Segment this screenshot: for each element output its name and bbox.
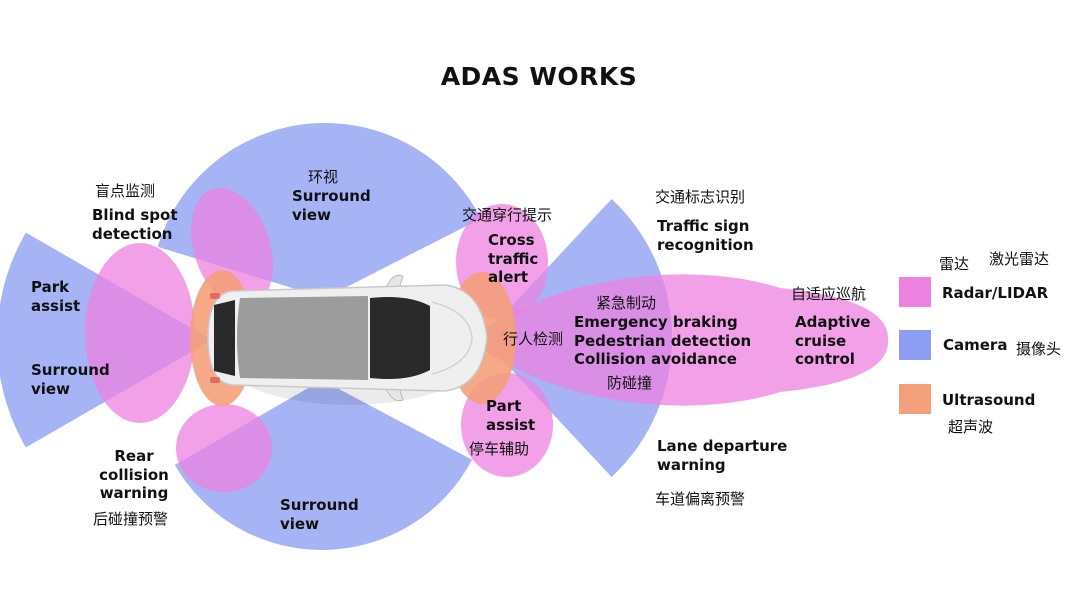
adaptive-cruise-label-cn: 自适应巡航: [791, 285, 867, 303]
radar-zone-blind-spot-bottom: [176, 404, 272, 492]
traffic-sign-label-cn: 交通标志识别: [655, 188, 746, 206]
park-assist-left-label: Park assist: [31, 278, 81, 315]
radar-zone-rear: [85, 243, 195, 423]
park-assist-right-label: Part assist: [486, 397, 536, 434]
rear-collision-label: Rear collision warning: [99, 447, 169, 502]
adaptive-cruise-label: Adaptive cruise control: [795, 313, 871, 368]
legend-ultrasound-label: Ultrasound: [942, 391, 1036, 409]
blind-spot-label-cn: 盲点监测: [95, 182, 156, 200]
pedestrian-detection-label-cn: 行人检测: [503, 330, 564, 348]
legend-ultrasound-swatch: [899, 384, 931, 414]
lane-departure-label-cn: 车道偏离预警: [655, 490, 746, 508]
rear-window: [214, 300, 235, 376]
diagram-title: ADAS WORKS: [440, 62, 638, 91]
legend-radar-swatch: [899, 277, 931, 307]
car-roof: [237, 296, 368, 380]
legend-camera-label: Camera: [943, 336, 1008, 354]
lane-departure-label: Lane departure warning: [657, 437, 788, 474]
surround-bottom-label: Surround view: [280, 496, 359, 533]
park-assist-right-label-cn: 停车辅助: [469, 440, 530, 458]
legend-ultrasound-cn: 超声波: [948, 418, 994, 436]
surround-top-label: Surround view: [292, 187, 371, 224]
blind-spot-label: Blind spot detection: [92, 206, 178, 243]
windshield: [370, 297, 430, 379]
surround-left-label: Surround view: [31, 361, 110, 398]
legend-radar-label: Radar/LIDAR: [942, 284, 1049, 302]
car-top-view: [207, 274, 488, 405]
collision-avoidance-label-cn: 防碰撞: [607, 374, 653, 392]
traffic-sign-label: Traffic sign recognition: [657, 217, 754, 254]
radar-zone-forward: [470, 274, 889, 406]
cross-traffic-label: Cross traffic alert: [488, 231, 539, 286]
legend-camera-swatch: [899, 330, 931, 360]
rear-collision-label-cn: 后碰撞预警: [93, 510, 169, 528]
surround-top-label-cn: 环视: [308, 168, 339, 186]
legend-camera-cn: 摄像头: [1016, 340, 1062, 358]
emergency-braking-label: Emergency braking Pedestrian detection C…: [574, 313, 752, 368]
legend-radar-cn: 雷达: [939, 255, 970, 273]
emergency-braking-label-cn: 紧急制动: [596, 294, 657, 312]
cross-traffic-label-cn: 交通穿行提示: [462, 206, 553, 224]
legend-lidar-cn: 激光雷达: [989, 250, 1050, 268]
